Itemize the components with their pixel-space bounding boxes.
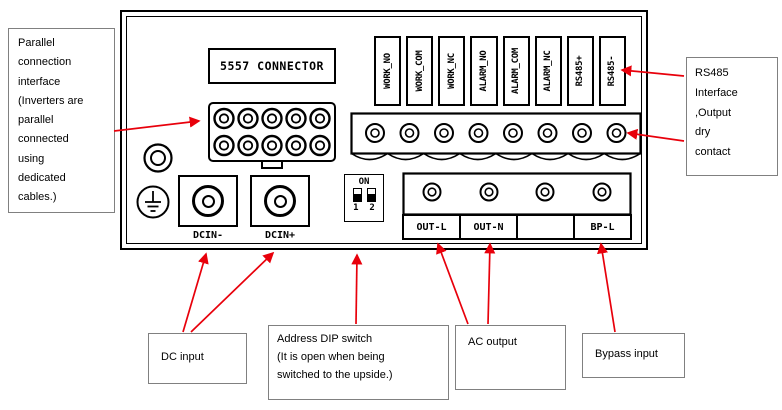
callout-ac-output: AC output	[455, 325, 566, 390]
arrow-bypass-to-bp-l	[597, 242, 616, 333]
terminal-label-rs485-minus: RS485-	[598, 36, 626, 106]
arrow-dc-to-plus	[190, 251, 275, 333]
dip-switch-levers	[352, 188, 376, 202]
callout-dc-input: DC input	[148, 333, 247, 384]
dc-in-minus-connector	[178, 175, 238, 227]
dc-connector-pin	[273, 194, 287, 208]
dip-lever-1	[352, 188, 362, 202]
dip-knob	[353, 194, 361, 201]
rear-panel: 5557 CONNECTOR WORK_NO WORK_COM WORK_NC …	[120, 10, 648, 250]
dc-in-plus-connector	[250, 175, 310, 227]
terminal-label-text: RS485-	[607, 55, 618, 87]
terminal-label-text: WORK_NO	[382, 53, 393, 89]
dc-connector-ring	[264, 185, 296, 217]
dip-knob	[367, 194, 375, 201]
out-l-label: OUT-L	[416, 221, 447, 233]
dip-lever-2	[366, 188, 376, 202]
out-n-label: OUT-N	[459, 216, 516, 238]
connector-5557-label: 5557 CONNECTOR	[208, 48, 336, 84]
output-label-strip: OUT-L OUT-N BP-L	[402, 214, 632, 240]
arrow-dip-callout-to-switch	[351, 253, 363, 325]
terminal-label-text: RS485+	[575, 55, 586, 87]
dry-contact-terminal-block	[350, 112, 642, 161]
terminal-label-text: WORK_COM	[414, 50, 425, 92]
callout-rs485-interface: RS485 Interface ,Output dry contact	[686, 57, 778, 176]
arrow-ac-to-out-l	[436, 242, 469, 325]
terminal-label-work-no: WORK_NO	[374, 36, 402, 106]
parallel-connector-pins	[213, 107, 331, 157]
terminal-label-work-com: WORK_COM	[406, 36, 434, 106]
dcin-minus-label: DCIN-	[192, 230, 224, 241]
callout-address-dip-switch: Address DIP switch (It is open when bein…	[268, 325, 449, 400]
terminal-label-text: ALARM_NC	[543, 50, 554, 92]
callout-bypass-input: Bypass input	[582, 333, 685, 378]
terminal-label-text: WORK_NC	[446, 53, 457, 89]
connector-latch-tab	[261, 160, 283, 169]
dc-connector-ring	[192, 185, 224, 217]
dc-connector-pin	[201, 194, 215, 208]
callout-parallel-connection: Parallel connection interface (Inverters…	[8, 28, 115, 213]
arrow-dc-to-minus	[182, 252, 209, 333]
ac-terminal-block	[402, 172, 632, 216]
terminal-label-text: ALARM_COM	[511, 47, 522, 95]
signal-label-row: WORK_NO WORK_COM WORK_NC ALARM_NO ALARM_…	[374, 36, 626, 106]
bp-l-label: BP-L	[573, 216, 630, 238]
terminal-label-rs485-plus: RS485+	[566, 36, 594, 106]
ground-symbol-icon	[136, 185, 170, 219]
terminal-label-alarm-no: ALARM_NO	[470, 36, 498, 106]
output-cell-blank	[516, 216, 573, 238]
terminal-label-alarm-com: ALARM_COM	[502, 36, 530, 106]
arrow-ac-to-out-n	[484, 242, 496, 325]
dip-numbers-label: 1 2	[353, 203, 375, 213]
mount-hole	[143, 143, 173, 173]
dip-on-label: ON	[358, 177, 370, 187]
dcin-plus-label: DCIN+	[264, 230, 296, 241]
terminal-label-text: ALARM_NO	[478, 50, 489, 92]
dip-switch: ON 1 2	[344, 174, 384, 222]
terminal-label-work-nc: WORK_NC	[438, 36, 466, 106]
terminal-label-alarm-nc: ALARM_NC	[534, 36, 562, 106]
parallel-connector	[208, 102, 336, 162]
